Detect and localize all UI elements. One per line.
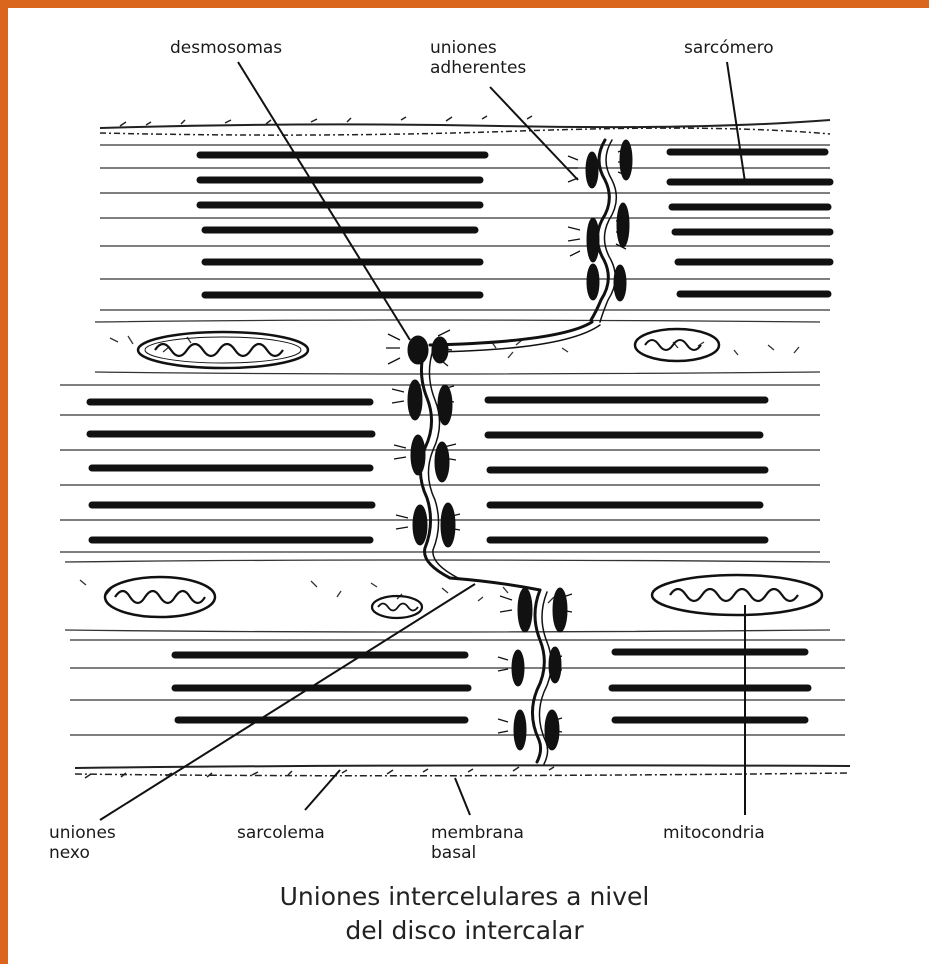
upper-sarcoplasm-band [95, 320, 820, 374]
lower-sarcoplasm-band [65, 560, 830, 632]
lower-small-mitochondrion [372, 596, 422, 618]
leader-uniones-adherentes [490, 87, 578, 180]
bottom-right-myofibrils [612, 652, 808, 720]
leader-sarcomero [727, 62, 745, 182]
label-sarcomero: sarcómero [684, 38, 774, 58]
top-sarcolemma [100, 116, 830, 135]
figure-caption: Uniones intercelulares a nivel del disco… [0, 880, 929, 948]
caption-line-2: del disco intercalar [0, 914, 929, 948]
middle-right-myofibrils [488, 400, 765, 540]
leader-membrana-basal [455, 778, 470, 815]
label-mitocondria: mitocondria [663, 823, 765, 843]
label-sarcolema: sarcolema [237, 823, 325, 843]
bottom-left-myofibrils [175, 655, 468, 720]
lower-right-mitochondrion [652, 575, 822, 615]
caption-line-1: Uniones intercelulares a nivel [0, 880, 929, 914]
upper-right-mitochondrion [635, 329, 719, 361]
bottom-sarcolemma [75, 765, 850, 778]
lower-left-mitochondrion [105, 577, 215, 617]
label-membrana-basal: membrana basal [431, 823, 524, 863]
top-right-myofibrils [670, 152, 830, 294]
label-uniones-nexo: uniones nexo [49, 823, 116, 863]
top-left-myofibrils [200, 155, 485, 295]
leader-uniones-nexo [100, 584, 475, 820]
middle-left-myofibrils [90, 402, 372, 540]
label-desmosomas: desmosomas [170, 38, 282, 58]
label-uniones-adherentes: uniones adherentes [430, 38, 526, 78]
upper-left-mitochondrion [138, 332, 308, 368]
